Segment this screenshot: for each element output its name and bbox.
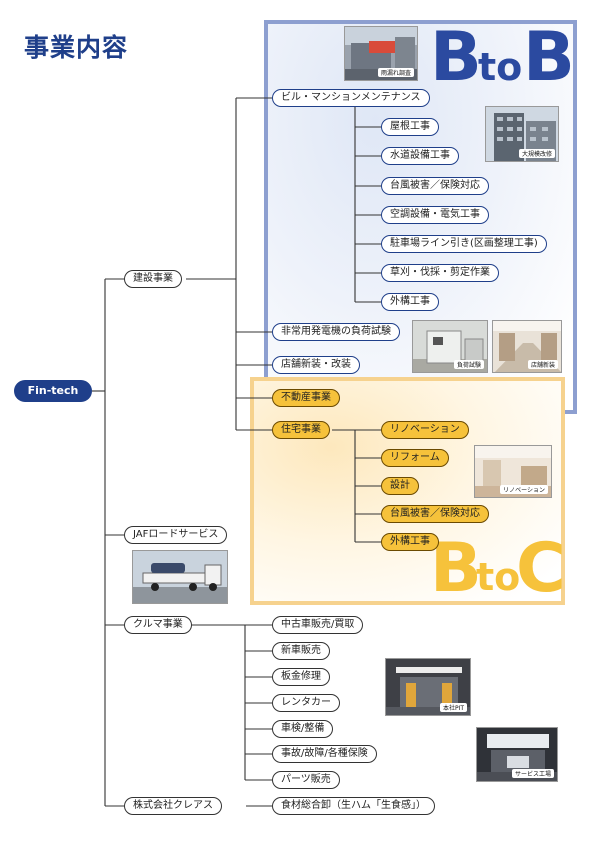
maintenance-item: 水道設備工事 (381, 147, 459, 165)
photo-caption: 負荷試験 (454, 360, 484, 369)
photo-caption: 雨漏れ調査 (378, 68, 414, 77)
photo-caption: 本社PIT (440, 703, 467, 712)
photo-jaf-truck-image (133, 551, 228, 604)
housing-item: リフォーム (381, 449, 449, 467)
node-generator-test: 非常用発電機の負荷試験 (272, 323, 400, 341)
node-jaf: JAFロードサービス (124, 526, 227, 544)
car-item: レンタカー (272, 694, 340, 712)
node-construction: 建設事業 (124, 270, 182, 288)
maintenance-item: 駐車場ライン引き(区画整理工事) (381, 235, 547, 253)
photo-large-repair: 大規模改修 (485, 106, 559, 162)
clearus-item: 食材総合卸（生ハム「生食感」） (272, 797, 435, 815)
photo-store-new: 店舗新装 (492, 320, 562, 373)
photo-rain-leak: 雨漏れ調査 (344, 26, 418, 81)
root-fin-tech: Fin-tech (14, 380, 92, 402)
housing-item: 設計 (381, 477, 419, 495)
node-real-estate: 不動産事業 (272, 389, 340, 407)
photo-load-test: 負荷試験 (412, 320, 488, 373)
photo-jaf-truck (132, 550, 228, 604)
node-store-renovation: 店舗新装・改装 (272, 356, 360, 374)
photo-service-factory: サービス工場 (476, 727, 558, 782)
photo-caption: 大規模改修 (519, 149, 555, 158)
maintenance-item: 草刈・伐採・剪定作業 (381, 264, 499, 282)
maintenance-item: 外構工事 (381, 293, 439, 311)
photo-caption: 店舗新装 (528, 360, 558, 369)
car-item: 事故/故障/各種保険 (272, 745, 377, 763)
photo-head-pit: 本社PIT (385, 658, 471, 716)
maintenance-item: 台風被害／保険対応 (381, 177, 489, 195)
photo-caption: リノベーション (500, 485, 548, 494)
photo-renovation: リノベーション (474, 445, 552, 498)
car-item: 板金修理 (272, 668, 330, 686)
photo-caption: サービス工場 (512, 769, 554, 778)
maintenance-item: 空調設備・電気工事 (381, 206, 489, 224)
car-item: パーツ販売 (272, 771, 340, 789)
maintenance-item: 屋根工事 (381, 118, 439, 136)
node-clearus: 株式会社クレアス (124, 797, 222, 815)
node-car: クルマ事業 (124, 616, 192, 634)
car-item: 新車販売 (272, 642, 330, 660)
housing-item: 台風被害／保険対応 (381, 505, 489, 523)
car-item: 中古車販売/買取 (272, 616, 363, 634)
housing-item: 外構工事 (381, 533, 439, 551)
node-building-maintenance: ビル・マンションメンテナンス (272, 89, 430, 107)
car-item: 車検/整備 (272, 720, 333, 738)
housing-item: リノベーション (381, 421, 469, 439)
node-housing: 住宅事業 (272, 421, 330, 439)
